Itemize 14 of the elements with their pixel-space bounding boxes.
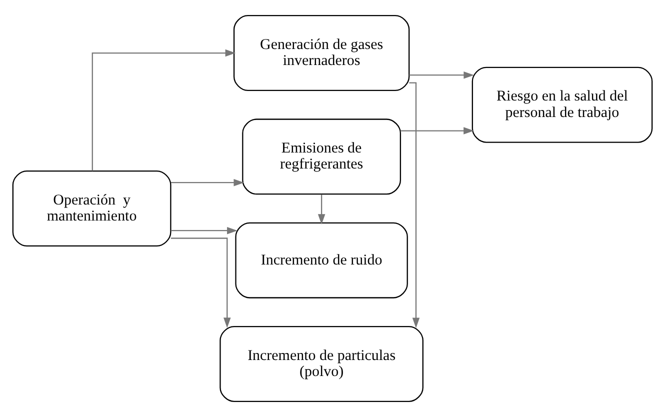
node-box: Operación y mantenimiento bbox=[12, 170, 172, 246]
arrow bbox=[409, 71, 474, 79]
arrow bbox=[170, 178, 244, 186]
arrow bbox=[400, 127, 474, 134]
arrow bbox=[92, 49, 236, 171]
arrow bbox=[318, 194, 326, 225]
arrow bbox=[170, 238, 231, 328]
node-box: Emisiones de regfrigerantes bbox=[242, 118, 402, 195]
node-box: Riesgo en la salud del personal de trabajo bbox=[472, 66, 653, 143]
node-box: Generación de gases invernaderos bbox=[233, 15, 410, 92]
node-box: Incremento de ruido bbox=[235, 222, 408, 298]
node-box: Incremento de particulas (polvo) bbox=[220, 326, 424, 402]
arrow bbox=[409, 82, 420, 328]
arrow bbox=[170, 226, 238, 234]
